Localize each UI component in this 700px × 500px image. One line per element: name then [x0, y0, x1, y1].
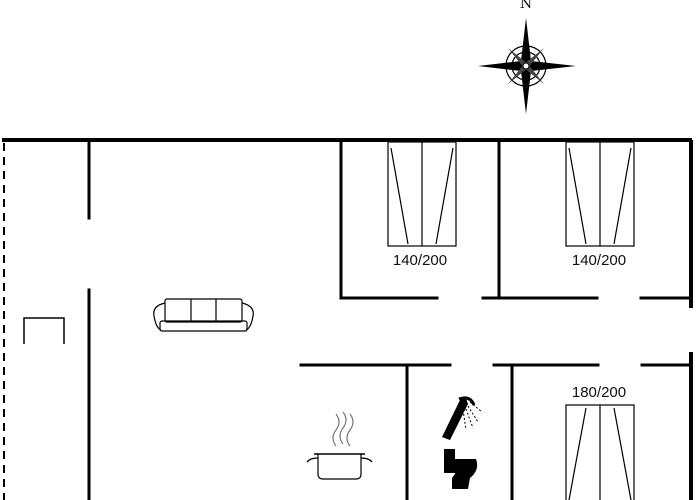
shower-icon: [442, 396, 483, 440]
compass-north-label: N: [520, 0, 532, 12]
cooking-pot-icon: [306, 411, 373, 480]
chair-icon: [23, 317, 65, 344]
bed-icon: [387, 141, 457, 247]
toilet-icon: [444, 449, 478, 489]
bed-size-label-bedroom-3: 180/200: [572, 384, 626, 401]
bed-size-label-bedroom-2: 140/200: [572, 252, 626, 269]
outer-walls: [2, 138, 693, 500]
bed-icon: [565, 141, 635, 247]
sofa-icon: [153, 298, 254, 332]
interior-walls: [87, 140, 693, 500]
compass-rose-icon: N: [478, 0, 576, 114]
bed-icon: [565, 404, 635, 500]
bed-size-label-bedroom-1: 140/200: [393, 252, 447, 269]
